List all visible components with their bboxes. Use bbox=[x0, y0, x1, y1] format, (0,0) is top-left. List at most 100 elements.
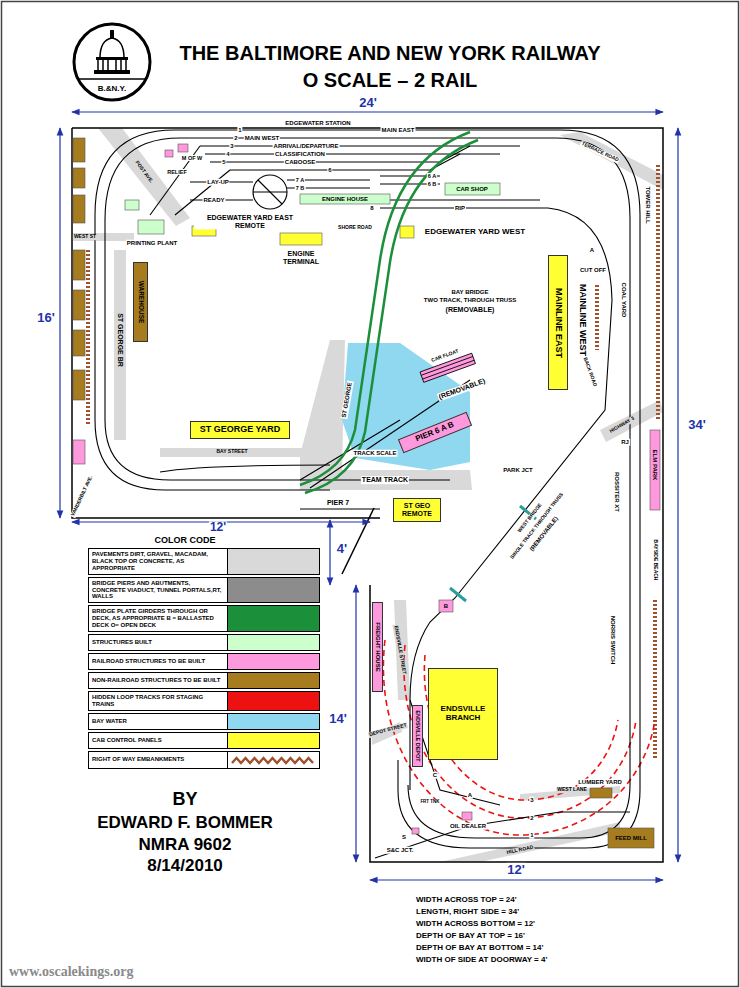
map-label: BACK ROAD bbox=[582, 356, 598, 388]
map-label: TERRACE ROAD bbox=[580, 141, 621, 164]
map-label: 16' bbox=[36, 311, 56, 325]
legend-text: STRUCTURES BUILT bbox=[88, 634, 228, 651]
map-label: 8/14/2010 bbox=[146, 857, 224, 876]
map-label: ENGINE HOUSE bbox=[321, 196, 369, 203]
legend-row: BRIDGE PLATE GIRDERS THROUGH OR DECK, AS… bbox=[88, 605, 320, 632]
map-label: VANDERBILT AVE. bbox=[70, 474, 94, 518]
map-label: LENGTH, RIGHT SIDE = 34' bbox=[415, 908, 520, 917]
box-text: WAREHOUSE bbox=[137, 281, 144, 324]
map-label: M OF W bbox=[181, 155, 203, 161]
map-label: CAR SHOP bbox=[455, 186, 489, 193]
map-label: C bbox=[432, 772, 438, 779]
map-label: READY bbox=[202, 197, 225, 204]
legend-swatch bbox=[228, 653, 320, 670]
map-label: TWO TRACK, THROUGH TRUSS bbox=[423, 297, 517, 304]
legend-swatch bbox=[228, 732, 320, 749]
legend-swatch bbox=[228, 691, 320, 711]
map-label: OIL DEALER bbox=[449, 823, 487, 830]
map-label: 6 bbox=[327, 167, 332, 174]
tracks bbox=[95, 130, 640, 858]
map-label: S&C JCT. bbox=[386, 847, 415, 854]
map-label: RELIEF bbox=[166, 169, 188, 175]
map-label: S bbox=[401, 834, 407, 841]
map-label: WEST LANE bbox=[556, 787, 587, 793]
map-label: BAYSIDE BEACH bbox=[652, 539, 658, 582]
map-label: CAR FLOAT bbox=[430, 348, 461, 364]
map-label: O SCALE – 2 RAIL bbox=[302, 69, 478, 91]
legend-text: PAVEMENTS DIRT, GRAVEL, MACADAM, BLACK T… bbox=[88, 548, 228, 575]
map-label: FRT TNK bbox=[419, 800, 440, 805]
map-label: 5 bbox=[221, 159, 226, 166]
map-label: ST GEORGE BR bbox=[116, 312, 124, 368]
map-label: B.&N.Y. bbox=[97, 85, 127, 94]
map-box: ST GEORGE YARD bbox=[190, 421, 290, 439]
legend-row: STRUCTURES BUILT bbox=[88, 634, 320, 651]
logo bbox=[74, 24, 150, 100]
embankments bbox=[88, 165, 658, 760]
legend-row: RIGHT OF WAY EMBANKMENTS bbox=[88, 751, 320, 769]
legend-text: BRIDGE PIERS AND ABUTMENTS, CONCRETE VIA… bbox=[88, 577, 228, 604]
map-label: 1 bbox=[237, 127, 242, 134]
map-label: 4' bbox=[336, 542, 348, 556]
map-box: ENDSVILLE BRANCH bbox=[428, 668, 498, 760]
map-label: BY bbox=[171, 790, 198, 810]
hidden-loops bbox=[383, 640, 655, 835]
legend-text: NON-RAILROAD STRUCTURES TO BE BUILT bbox=[88, 672, 228, 689]
map-label: LUMBER YARD bbox=[577, 779, 623, 786]
map-label: DEPTH OF BAY AT BOTTOM = 14' bbox=[415, 944, 544, 953]
map-label: 12' bbox=[506, 863, 526, 877]
legend-swatch bbox=[228, 672, 320, 689]
legend-row: HIDDEN LOOP TRACKS FOR STAGING TRAINS bbox=[88, 691, 320, 711]
map-label: POST AVE. bbox=[133, 159, 154, 185]
map-label: CABOOSE bbox=[284, 159, 316, 166]
pavements bbox=[72, 128, 663, 862]
legend-swatch bbox=[228, 634, 320, 651]
map-label: FEED MILL bbox=[614, 835, 648, 842]
map-label: B bbox=[443, 603, 449, 610]
map-label: ROSSITER XT bbox=[614, 471, 621, 513]
map-label: 7 A bbox=[295, 177, 305, 183]
map-label: EDWARD F. BOMMER bbox=[96, 814, 274, 833]
structures-built bbox=[125, 183, 500, 234]
legend-text: BAY WATER bbox=[88, 713, 228, 730]
map-label: TEAM TRACK bbox=[361, 476, 409, 484]
map-label: 6 B bbox=[427, 181, 438, 187]
map-box: ST GEO REMOTE bbox=[393, 498, 441, 522]
map-label: ENDSVILLE STREET bbox=[393, 624, 407, 675]
non-rr-structures bbox=[73, 138, 654, 848]
map-label: EDGEWATER STATION bbox=[284, 120, 351, 127]
benchwork-outline bbox=[72, 128, 663, 862]
legend-row: CAB CONTROL PANELS bbox=[88, 732, 320, 749]
map-label: SHORE ROAD bbox=[337, 225, 373, 231]
title: THE BALTIMORE AND NEW YORK RAILWAY bbox=[179, 42, 600, 64]
map-label: www.oscalekings.org bbox=[8, 964, 134, 979]
map-label: MAIN WEST bbox=[244, 135, 280, 142]
map-label: BAY STREET bbox=[215, 449, 248, 455]
map-label: 12' bbox=[209, 521, 227, 534]
map-label: 3 bbox=[529, 797, 534, 804]
map-label: LAY-UP bbox=[206, 179, 229, 186]
map-label: 2 bbox=[233, 135, 238, 142]
color-legend: PAVEMENTS DIRT, GRAVEL, MACADAM, BLACK T… bbox=[88, 548, 320, 771]
map-label: HILL ROAD bbox=[505, 844, 535, 855]
legend-swatch bbox=[228, 548, 320, 575]
rr-structures bbox=[73, 144, 660, 834]
map-label: EDGEWATER YARD WEST bbox=[424, 228, 526, 237]
legend-swatch bbox=[228, 713, 320, 730]
map-label: RIP bbox=[454, 205, 466, 212]
legend-text: CAB CONTROL PANELS bbox=[88, 732, 228, 749]
map-label: WEST ST bbox=[73, 234, 97, 240]
map-label: 24' bbox=[358, 96, 378, 110]
legend-swatch bbox=[228, 751, 320, 769]
legend-row: NON-RAILROAD STRUCTURES TO BE BUILT bbox=[88, 672, 320, 689]
map-label: TOWER HILL bbox=[645, 185, 652, 224]
legend-text: RAILROAD STRUCTURES TO BE BUILT bbox=[88, 653, 228, 670]
map-label: CLASSIFICATION bbox=[274, 151, 326, 158]
map-label: ST GEORGE bbox=[340, 381, 353, 419]
map-label: TRACK SCALE bbox=[353, 450, 398, 457]
map-label: RJ bbox=[620, 439, 630, 446]
map-label: 4 bbox=[225, 151, 230, 158]
map-label: 7 B bbox=[295, 185, 306, 191]
